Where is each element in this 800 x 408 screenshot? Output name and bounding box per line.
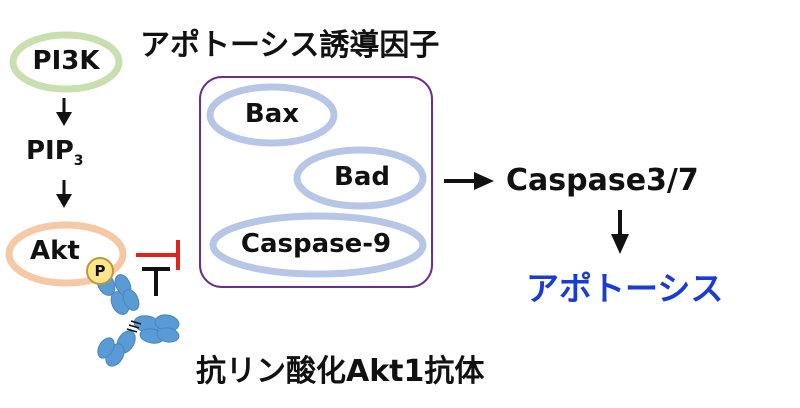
phospho-label: P	[94, 262, 106, 280]
apoptosis-label: アポトーシス	[526, 269, 724, 308]
arrow-pi3k-to-pip3	[56, 98, 72, 126]
bax-label: Bax	[244, 99, 300, 129]
factors-title: アポトーシス誘導因子	[140, 28, 440, 63]
pip3-label: PIP3	[26, 136, 84, 169]
pip3-subscript: 3	[73, 153, 84, 169]
caspase9-label: Caspase-9	[240, 229, 392, 259]
inhibition-symbol	[136, 240, 180, 270]
pi3k-label: PI3K	[32, 46, 100, 76]
antibody-hinge-lines	[126, 320, 142, 333]
bad-ring	[293, 146, 427, 210]
apoptosis-factor-box	[199, 76, 433, 288]
caspase9-ring	[209, 212, 427, 278]
antibody-icon	[96, 272, 180, 367]
bad-label: Bad	[334, 162, 390, 192]
phospho-badge	[86, 257, 114, 285]
akt-ring	[5, 221, 127, 287]
arrow-pip3-to-akt	[56, 180, 72, 208]
arrow-factors-to-caspase37	[444, 172, 494, 190]
pi3k-ring	[9, 31, 123, 93]
antibody-block-symbol	[142, 267, 170, 296]
bax-ring	[206, 83, 338, 147]
pip3-base-text: PIP	[26, 136, 74, 166]
antibody-label: 抗リン酸化Akt1抗体	[196, 354, 485, 389]
arrow-caspase37-to-apoptosis	[611, 210, 629, 254]
caspase37-label: Caspase3/7	[506, 163, 699, 198]
akt-label: Akt	[30, 236, 80, 266]
